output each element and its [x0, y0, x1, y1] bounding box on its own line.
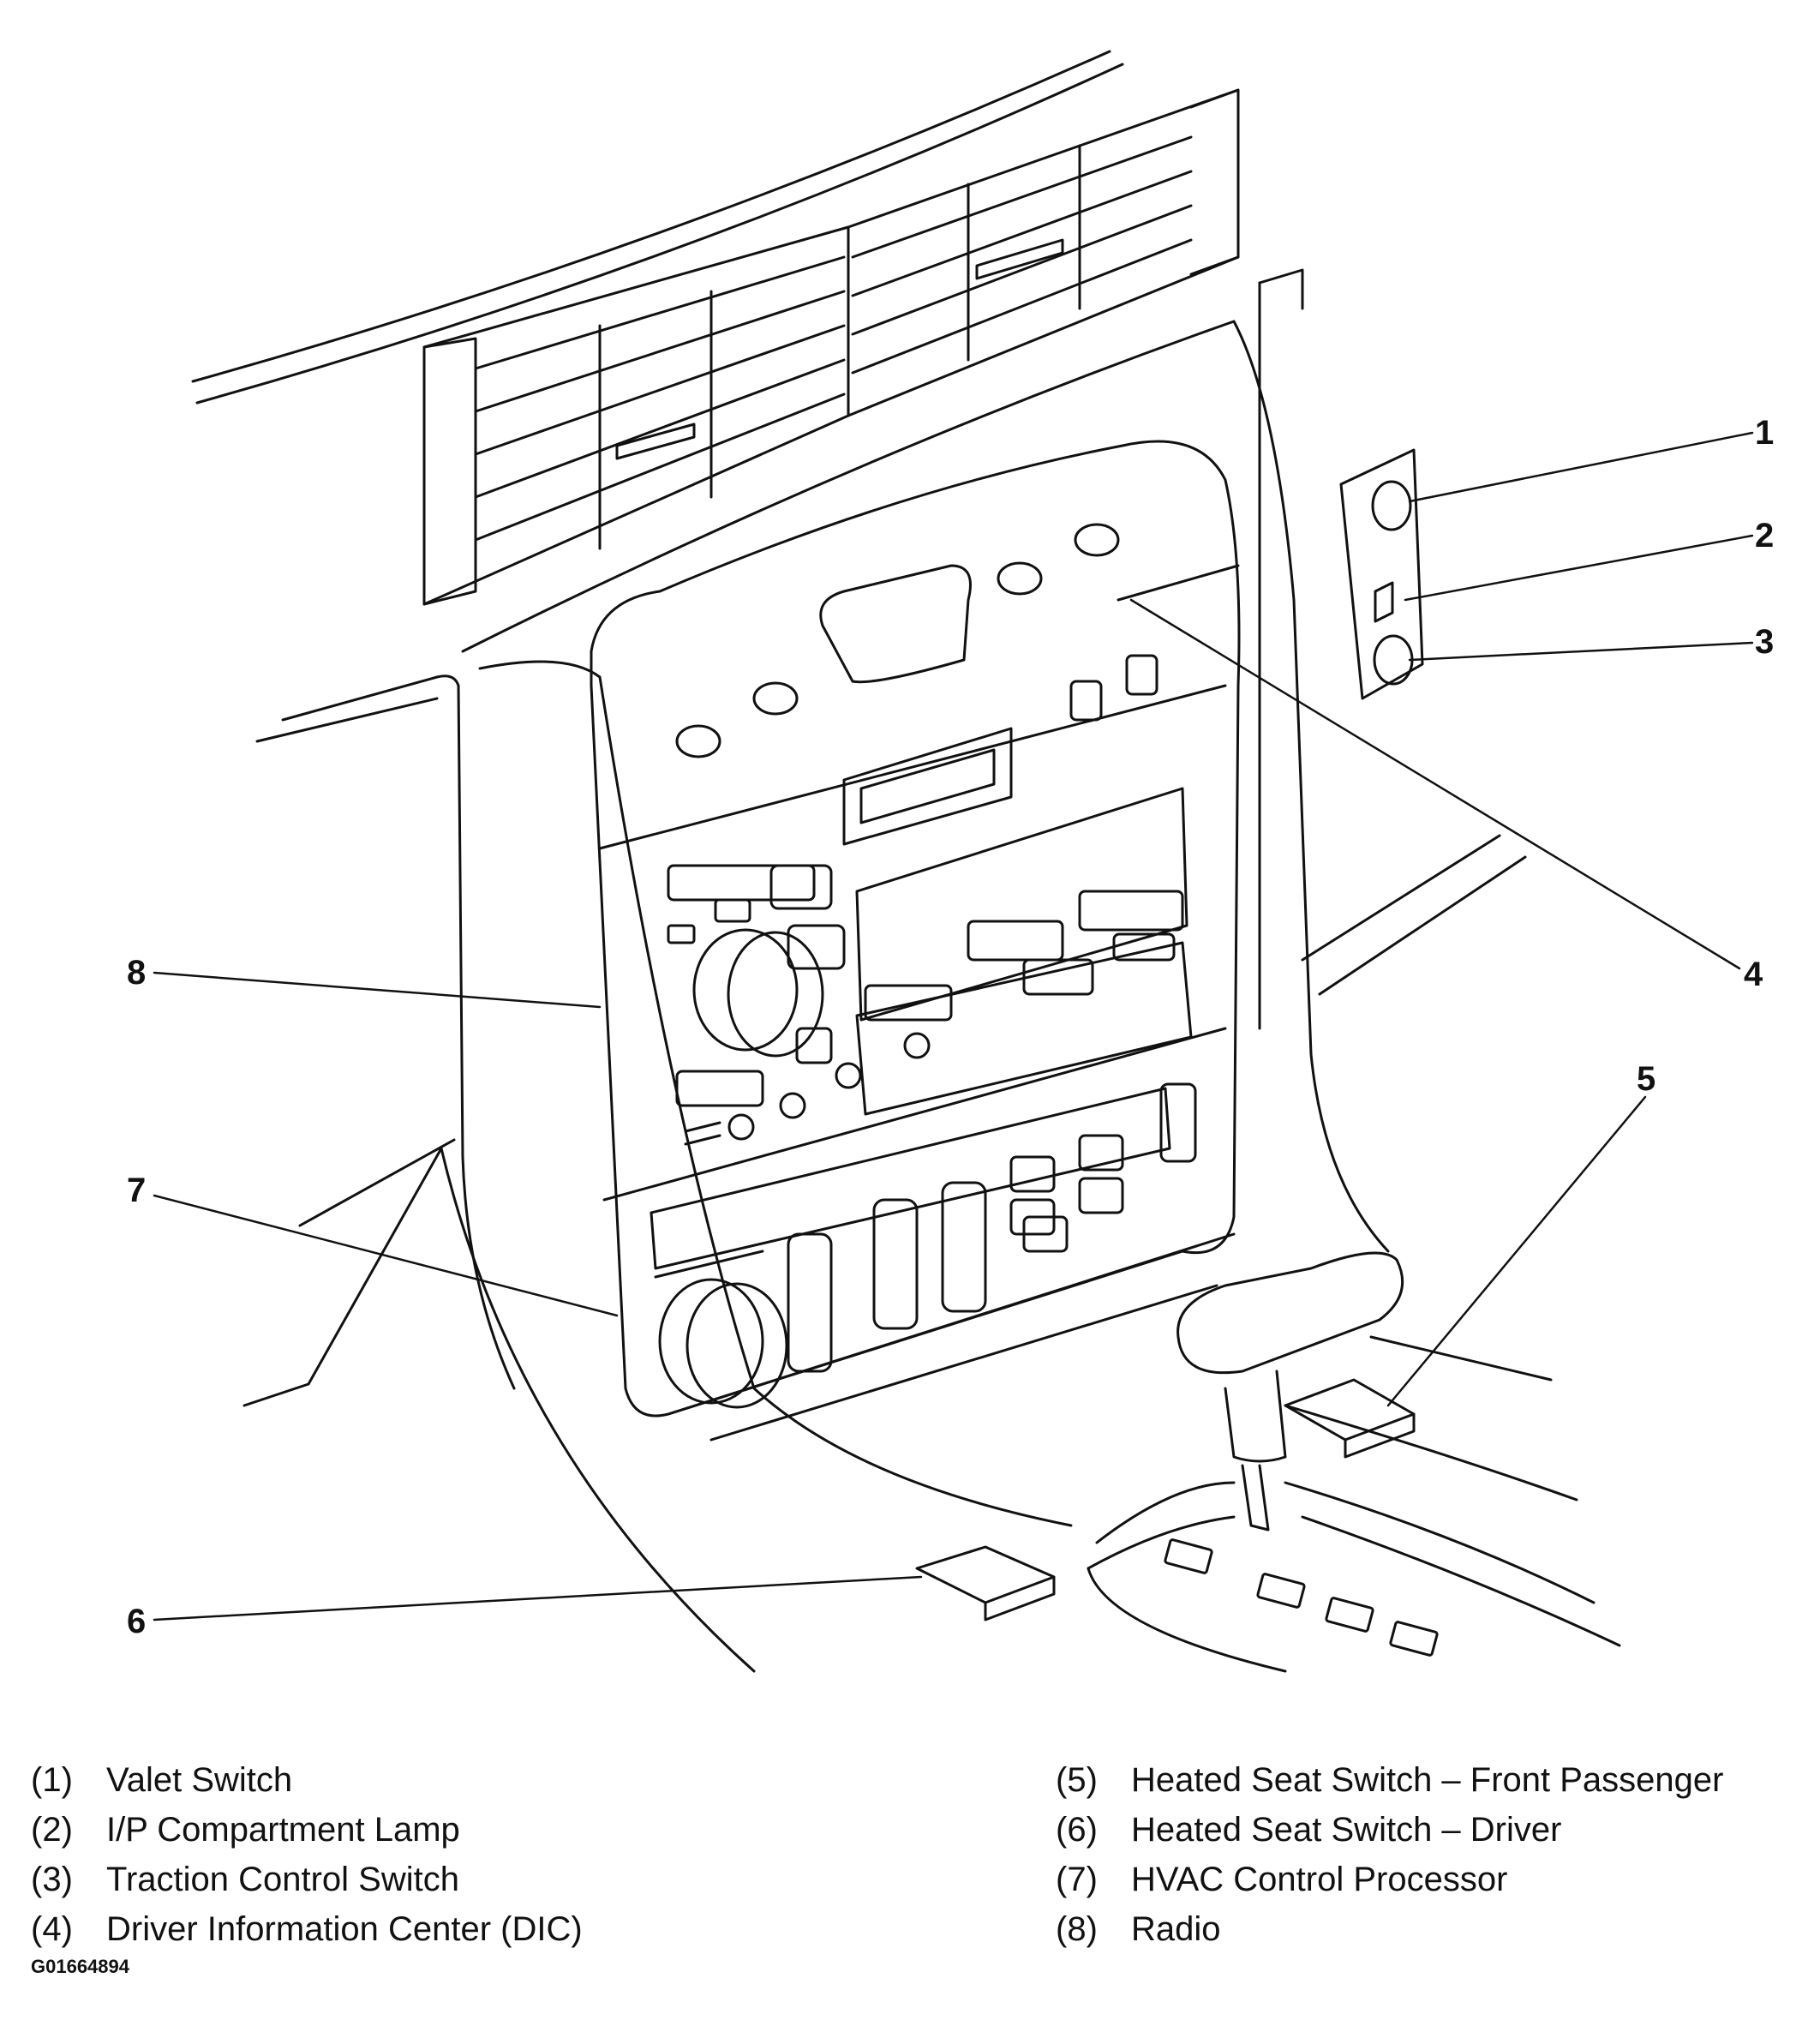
legend-label: Heated Seat Switch – Front Passenger	[1131, 1761, 1724, 1799]
legend-right-column: (5) Heated Seat Switch – Front Passenger…	[1056, 1755, 1723, 1954]
callout-7: 7	[127, 1172, 146, 1209]
radio-unit	[667, 523, 1197, 1163]
legend-label: Radio	[1131, 1910, 1221, 1948]
legend-number: (2)	[31, 1811, 73, 1849]
callout-3: 3	[1755, 623, 1774, 661]
heated-seat-switch-passenger	[1284, 1378, 1416, 1459]
heated-seat-switch-driver	[915, 1545, 1056, 1621]
legend-number: (7)	[1056, 1861, 1098, 1898]
callout-1: 1	[1755, 414, 1774, 452]
legend-item: (2) I/P Compartment Lamp	[31, 1805, 583, 1855]
callout-4: 4	[1744, 956, 1763, 993]
center-console-bezel	[242, 268, 1527, 1673]
legend-number: (6)	[1056, 1811, 1098, 1849]
driver-information-center	[1117, 564, 1240, 602]
leader-lines	[153, 431, 1754, 1621]
valet-traction-switch-panel	[1339, 448, 1424, 700]
legend-item: (8) Radio	[1056, 1904, 1723, 1954]
legend-number: (8)	[1056, 1910, 1098, 1948]
air-vent-left	[422, 225, 850, 606]
dashboard-top-edge	[191, 50, 1124, 405]
callout-8: 8	[127, 954, 146, 992]
legend-item: (3) Traction Control Switch	[31, 1855, 583, 1904]
gear-shifter	[1087, 1251, 1621, 1673]
callout-5: 5	[1637, 1060, 1655, 1098]
legend-label: Heated Seat Switch – Driver	[1131, 1811, 1562, 1849]
legend-item: (5) Heated Seat Switch – Front Passenger	[1056, 1755, 1723, 1805]
legend-label: I/P Compartment Lamp	[106, 1811, 460, 1849]
radio-faceplate	[590, 440, 1241, 1442]
legend-number: (1)	[31, 1761, 73, 1799]
legend-number: (4)	[31, 1910, 73, 1948]
legend-left-column: (1) Valet Switch (2) I/P Compartment Lam…	[31, 1755, 583, 1954]
legend-label: HVAC Control Processor	[1131, 1861, 1508, 1898]
legend-item: (1) Valet Switch	[31, 1755, 583, 1805]
figure-id: G01664894	[31, 1956, 129, 1977]
air-vent-right	[847, 88, 1240, 417]
legend-item: (7) HVAC Control Processor	[1056, 1855, 1723, 1904]
callout-2: 2	[1755, 517, 1774, 554]
legend-label: Valet Switch	[106, 1761, 293, 1799]
legend-item: (6) Heated Seat Switch – Driver	[1056, 1805, 1723, 1855]
legend-number: (3)	[31, 1861, 73, 1898]
legend-item: (4) Driver Information Center (DIC)	[31, 1904, 583, 1954]
callout-6: 6	[127, 1603, 146, 1640]
hvac-control-unit	[650, 1087, 1171, 1409]
legend-label: Traction Control Switch	[106, 1861, 459, 1898]
legend-label: Driver Information Center (DIC)	[106, 1910, 583, 1948]
legend-number: (5)	[1056, 1761, 1098, 1799]
